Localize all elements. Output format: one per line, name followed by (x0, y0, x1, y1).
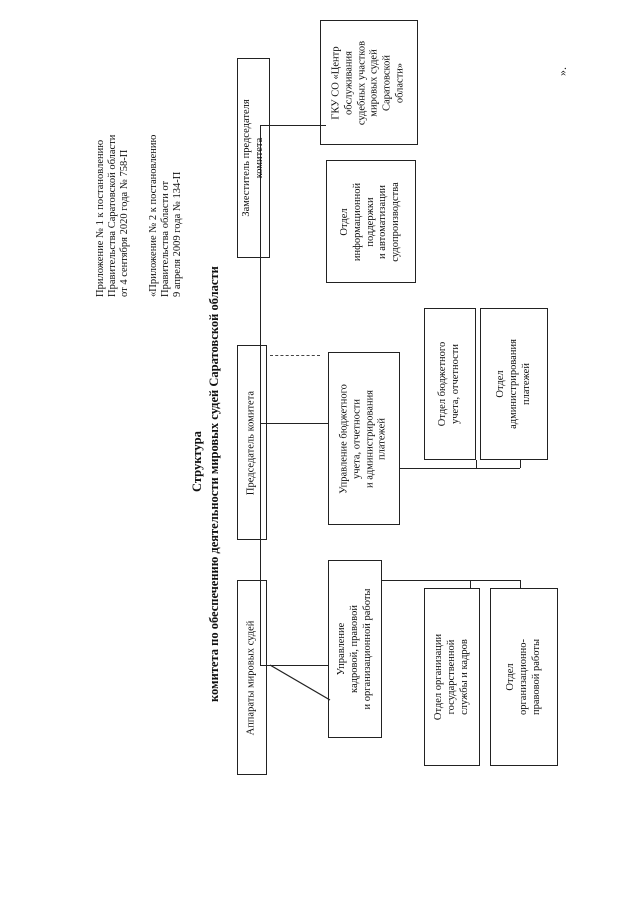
box-legal-dept: Отдел организационно- правовой работы (490, 588, 558, 766)
dashed-connector (270, 355, 320, 356)
box-payments-dept-line: администрирования (507, 339, 519, 429)
box-deputy-line: Заместитель председателя (240, 99, 252, 217)
box-gku-line: области» (394, 62, 406, 103)
box-gku-line: судебных участков (356, 40, 368, 125)
box-gku-line: обслуживания (343, 50, 355, 115)
box-civil-service-dept-line: Отдел организации (432, 633, 444, 721)
connector-line (470, 580, 471, 588)
box-legal-dept-line: правовой работы (530, 638, 542, 716)
box-deputy-line: комитета (253, 137, 265, 179)
box-gku-line: мировых судей (369, 48, 380, 117)
box-apparatus: Аппараты мировых судей (237, 580, 267, 775)
box-civil-service-dept-line: службы и кадров (458, 639, 470, 715)
box-info-dept-line: и автоматизации (377, 184, 389, 259)
box-civil-service-dept: Отдел организации государственной службы… (424, 588, 480, 766)
box-hr-mgmt-line: и организационной работы (361, 588, 373, 710)
connector-line (260, 423, 328, 424)
box-gku: ГКУ СО «Центр обслуживания судебных учас… (320, 20, 418, 145)
box-hr-mgmt: Управление кадровой, правовой и организа… (328, 560, 382, 738)
box-civil-service-dept-line: государственной (445, 639, 457, 715)
box-payments-dept-line: платежей (520, 363, 532, 405)
connector-line (260, 665, 328, 666)
box-info-dept: Отдел информационной поддержки и автомат… (326, 160, 416, 283)
box-info-dept-line: информационной (351, 182, 363, 261)
connector-line (520, 460, 521, 468)
box-payments-dept-line: Отдел (494, 370, 506, 398)
connector-line (288, 125, 326, 126)
connector-line (476, 460, 477, 468)
box-chairman-line: Председатель комитета (245, 390, 257, 495)
box-deputy: Заместитель председателя комитета (237, 58, 270, 258)
connector-line (260, 125, 261, 665)
connector-line (400, 468, 520, 469)
box-gku-line: Саратовской (381, 54, 393, 111)
box-budget-mgmt-line: и администрирования (364, 389, 375, 488)
box-info-dept-line: Отдел (339, 207, 351, 236)
box-payments-dept: Отдел администрирования платежей (480, 308, 548, 460)
box-apparatus-line: Аппараты мировых судей (245, 620, 257, 735)
box-info-dept-line: судопроизводства (390, 181, 402, 262)
box-budget-dept-line: Отдел бюджетного (437, 341, 449, 427)
connector-line (520, 580, 521, 588)
box-budget-mgmt: Управление бюджетного учета, отчетности … (328, 352, 400, 525)
box-budget-mgmt-line: платежей (376, 417, 388, 460)
box-hr-mgmt-line: кадровой, правовой (348, 605, 360, 693)
box-budget-dept: Отдел бюджетного учета, отчетности (424, 308, 476, 460)
box-info-dept-line: поддержки (364, 196, 376, 247)
box-budget-mgmt-line: учета, отчетности (351, 398, 363, 479)
closing-mark: ». (555, 67, 569, 76)
box-budget-mgmt-line: Управление бюджетного (338, 383, 350, 494)
box-chairman: Председатель комитета (237, 345, 267, 540)
connector-line (260, 125, 288, 126)
box-legal-dept-line: организационно- (517, 639, 529, 715)
connector-line (382, 580, 520, 581)
box-budget-dept-line: учета, отчетности (450, 343, 461, 425)
box-legal-dept-line: Отдел (504, 663, 516, 691)
box-gku-line: ГКУ СО «Центр (330, 45, 342, 120)
box-hr-mgmt-line: Управление (335, 622, 347, 676)
